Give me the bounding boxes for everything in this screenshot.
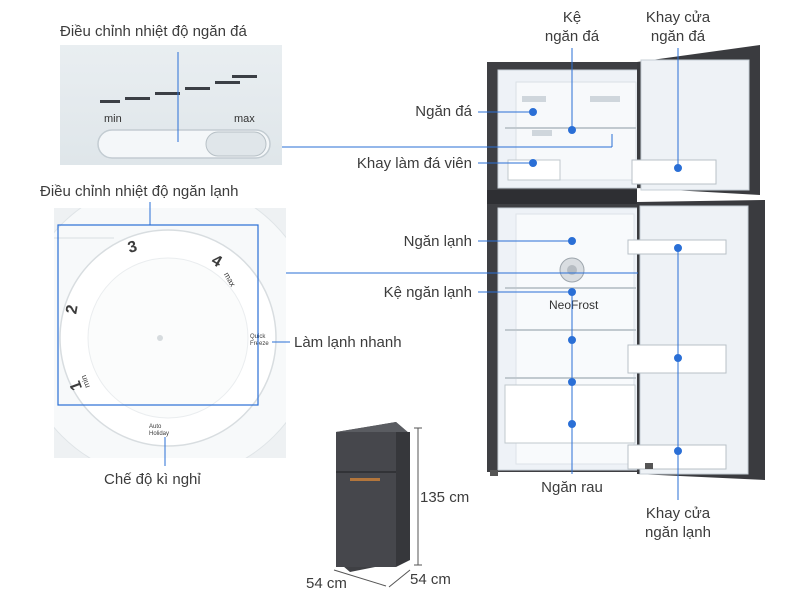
dial-min-label: min: [104, 113, 122, 125]
freezer-label: Ngăn đá: [415, 103, 472, 120]
width-dimension: 54 cm: [306, 575, 347, 592]
temperature-bars: [100, 75, 257, 103]
neofrost-label: NeoFrost: [549, 298, 599, 312]
holiday-mode-label: Chế độ kì nghỉ: [104, 471, 201, 488]
freezer-door-tray-text: Khay cửa ngăn đá: [645, 9, 711, 45]
freezer-door-tray-label: Khay cửa ngăn đá: [628, 8, 728, 46]
quick-freeze-label: Làm lạnh nhanh: [294, 334, 402, 351]
fridge-dial-drawing: [54, 208, 286, 458]
mini-fridge: [336, 432, 396, 567]
veg-drawer-label: Ngăn rau: [541, 479, 603, 496]
fridge-door-tray-text: Khay cửa ngăn lạnh: [645, 505, 711, 541]
fridge-label: Ngăn lạnh: [403, 233, 472, 250]
ice-temp-control-title: Điều chỉnh nhiệt độ ngăn đá: [60, 23, 247, 40]
height-dimension: 135 cm: [420, 489, 470, 506]
holiday-icon-text: Auto Holiday: [149, 424, 170, 437]
ice-tray-label: Khay làm đá viên: [356, 155, 472, 172]
depth-dimension: 54 cm: [410, 571, 451, 588]
freezer-slider-knob[interactable]: [205, 131, 267, 157]
dial-max-label: max: [234, 113, 255, 125]
freezer-shelf-text: Kệ ngăn đá: [544, 9, 600, 45]
fridge-door-tray-label: Khay cửa ngăn lạnh: [626, 504, 730, 542]
fridge-shelf-label: Kệ ngăn lạnh: [383, 284, 472, 301]
freezer-shelf-label: Kệ ngăn đá: [532, 8, 612, 46]
fridge-temp-control-title: Điều chỉnh nhiệt độ ngăn lạnh: [40, 183, 239, 200]
fridge-dial-panel: 3 4 max 2 1 min Quick Freeze Auto Holida…: [54, 208, 286, 458]
